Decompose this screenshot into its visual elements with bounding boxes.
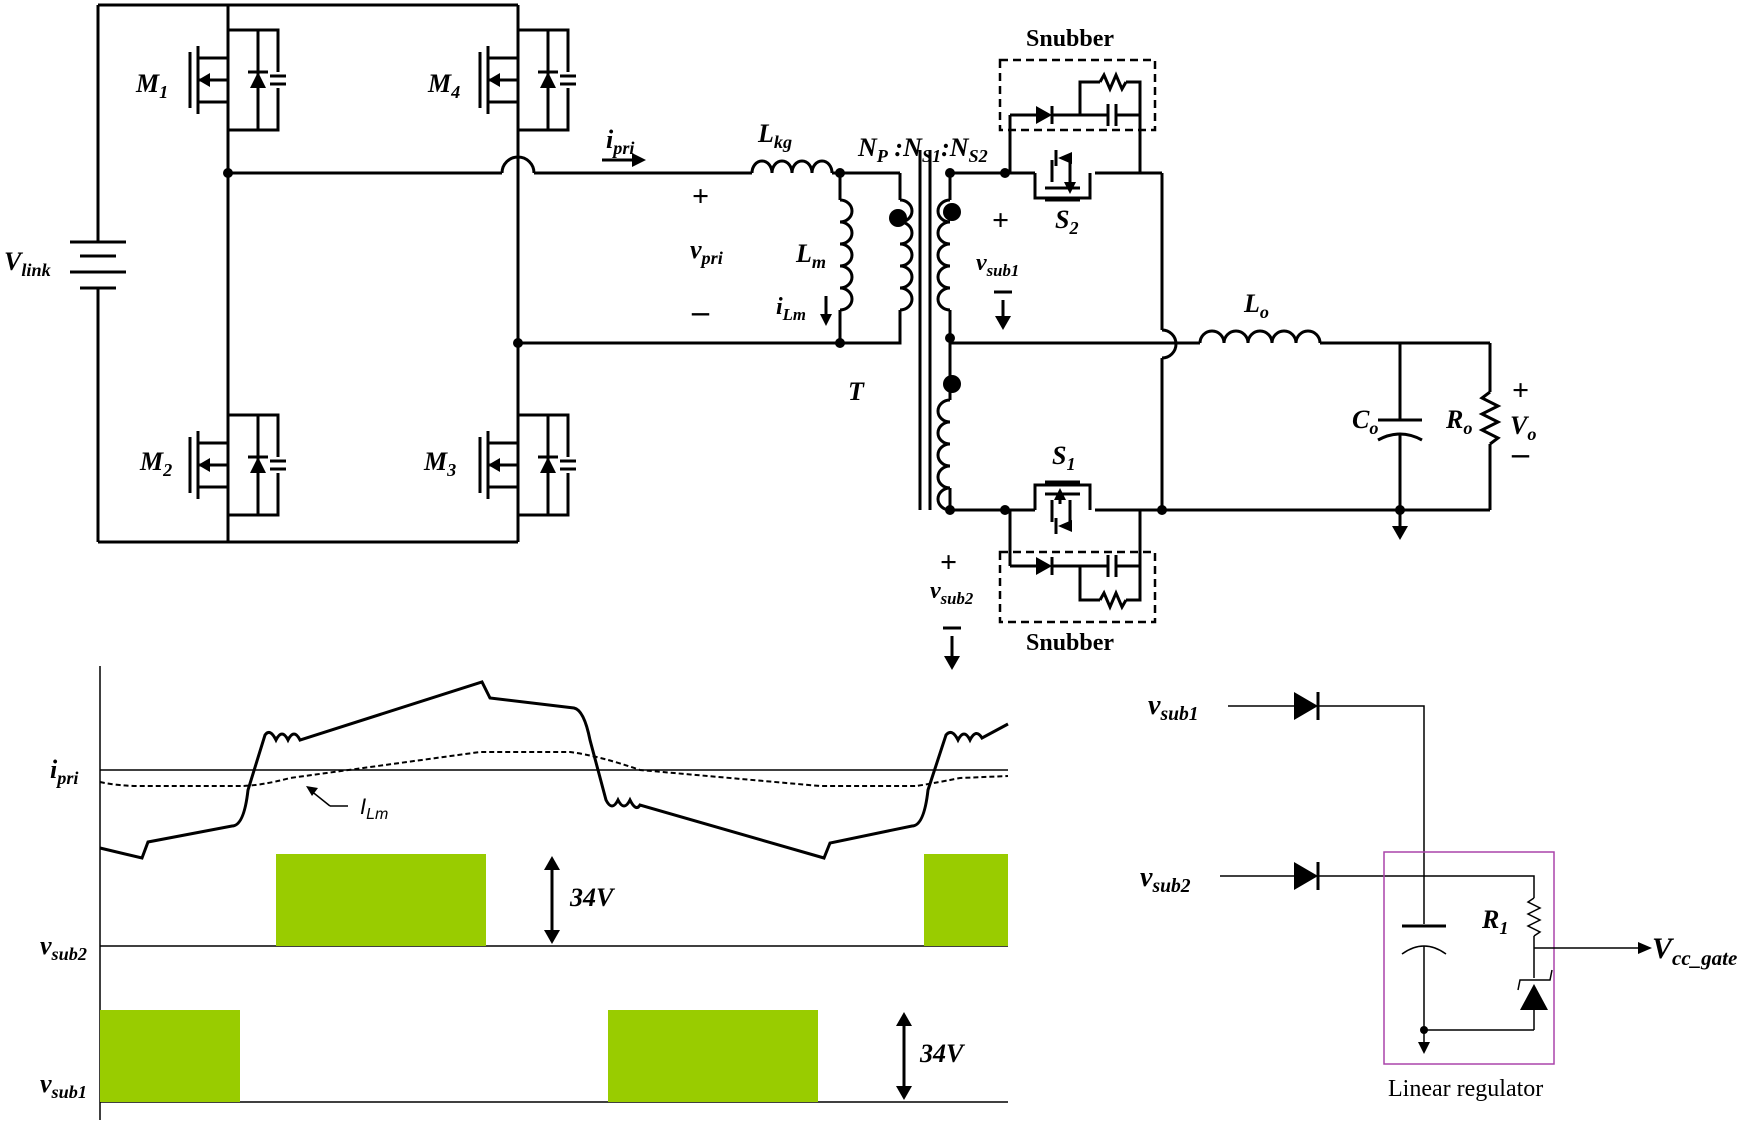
lo-label: Lo [1243, 289, 1269, 322]
vcc-label: Vcc_gate [1652, 932, 1737, 970]
wave-ilm-label: ILm [360, 794, 388, 823]
m2-label: M2 [139, 447, 172, 480]
vo-minus: – [1511, 435, 1530, 472]
ipri-arrow-icon [602, 153, 646, 167]
linear-regulator-box [1383, 851, 1555, 1065]
m1-label: M1 [135, 69, 168, 102]
reg-diode2-icon [1294, 862, 1318, 890]
mosfet-m3-icon [478, 403, 578, 527]
vpri-label: vpri [690, 235, 723, 268]
primary-side: ipri Lkg + vpri – Lm iLm T [602, 119, 914, 406]
vcc-arrow-icon [1638, 942, 1652, 954]
zener-diode-icon [1517, 969, 1553, 1030]
switch-s1-icon [1033, 480, 1092, 534]
transformer-core: NP :NS1:NS2 [857, 133, 988, 510]
secondary2-winding-icon [936, 398, 951, 512]
vpri-plus: + [692, 180, 709, 213]
snubber-bottom-box [998, 550, 1157, 624]
reg-vsub1-label: vsub1 [1148, 690, 1199, 725]
vsub2-plus: + [940, 546, 957, 579]
vsub2-pulse [276, 854, 486, 946]
wave-vsub2-label: vsub2 [40, 931, 87, 964]
mosfet-m4-icon [478, 18, 578, 142]
s2-label: S2 [1055, 205, 1079, 238]
full-bridge: Vlink M1 M4 M2 M3 [4, 3, 840, 544]
vo-label: Vo [1510, 411, 1536, 444]
lkg-label: Lkg [757, 119, 792, 152]
vsub1-label: vsub1 [976, 250, 1019, 280]
ilm-waveform [99, 751, 1009, 787]
reg-diode1-icon [1294, 692, 1318, 720]
ilm-callout-icon [306, 786, 348, 807]
amp-top-arrow-icon [544, 856, 560, 944]
output-ground-icon [1392, 510, 1408, 540]
amp-top-label: 34V [569, 883, 616, 912]
ilm-arrow-icon [820, 296, 832, 326]
vpri-minus: – [691, 293, 710, 330]
lkg-inductor-icon [750, 159, 834, 174]
switch-s2-icon [1033, 150, 1092, 202]
lm-label: Lm [795, 239, 826, 272]
lo-inductor-icon [1198, 329, 1322, 344]
m3-label: M3 [423, 447, 456, 480]
s1-label: S1 [1052, 441, 1076, 474]
reg-vsub2-label: vsub2 [1140, 862, 1191, 897]
secondary1-dot-icon [943, 203, 961, 221]
snubber-top-label: Snubber [1026, 26, 1114, 52]
vsub1-pulse [608, 1010, 818, 1102]
lm-inductor-icon [839, 198, 854, 312]
vlink-label: Vlink [4, 247, 51, 280]
vsub2-pulse [924, 854, 1008, 946]
amp-bottom-arrow-icon [896, 1012, 912, 1100]
reg-ground-icon [1418, 1030, 1430, 1054]
linear-regulator-label: Linear regulator [1388, 1076, 1543, 1102]
mosfet-m1-icon [188, 18, 288, 142]
wave-vsub1-label: vsub1 [40, 1069, 87, 1102]
turns-ratio-label: NP :NS1:NS2 [857, 133, 988, 166]
vsub1-plus: + [992, 204, 1009, 237]
ro-resistor-icon [1478, 390, 1502, 446]
ipri-waveform [99, 680, 1009, 860]
wave-ipri-label: ipri [50, 755, 78, 788]
vsub1-pulse [100, 1010, 240, 1102]
primary-dot-icon [889, 209, 907, 227]
waveform-panel: ILm ipri 34V vsub2 34V vsub1 [40, 666, 1009, 1120]
r1-label: R1 [1481, 905, 1508, 938]
amp-bottom-label: 34V [919, 1039, 966, 1068]
r1-resistor-icon [1526, 897, 1542, 937]
snubber-bottom-label: Snubber [1026, 630, 1114, 656]
linear-regulator: vsub1 vsub2 R1 [1140, 690, 1737, 1102]
ilm-label: iLm [776, 294, 806, 324]
vo-plus: + [1512, 374, 1529, 407]
m4-label: M4 [427, 69, 460, 102]
vsub2-label: vsub2 [930, 578, 973, 608]
vsub2-ground-icon [943, 626, 961, 670]
vsub1-ground-icon [994, 290, 1012, 330]
battery-icon [70, 240, 126, 290]
snubber-top-box [998, 58, 1157, 132]
transformer-label: T [848, 377, 865, 406]
co-label: Co [1352, 405, 1378, 438]
secondary-side: Lo S2 Snubber [930, 26, 1536, 670]
ro-label: Ro [1445, 405, 1472, 438]
secondary1-winding-icon [936, 198, 951, 312]
ipri-label: ipri [606, 125, 634, 158]
mosfet-m2-icon [188, 403, 288, 527]
secondary2-dot-icon [943, 375, 961, 393]
